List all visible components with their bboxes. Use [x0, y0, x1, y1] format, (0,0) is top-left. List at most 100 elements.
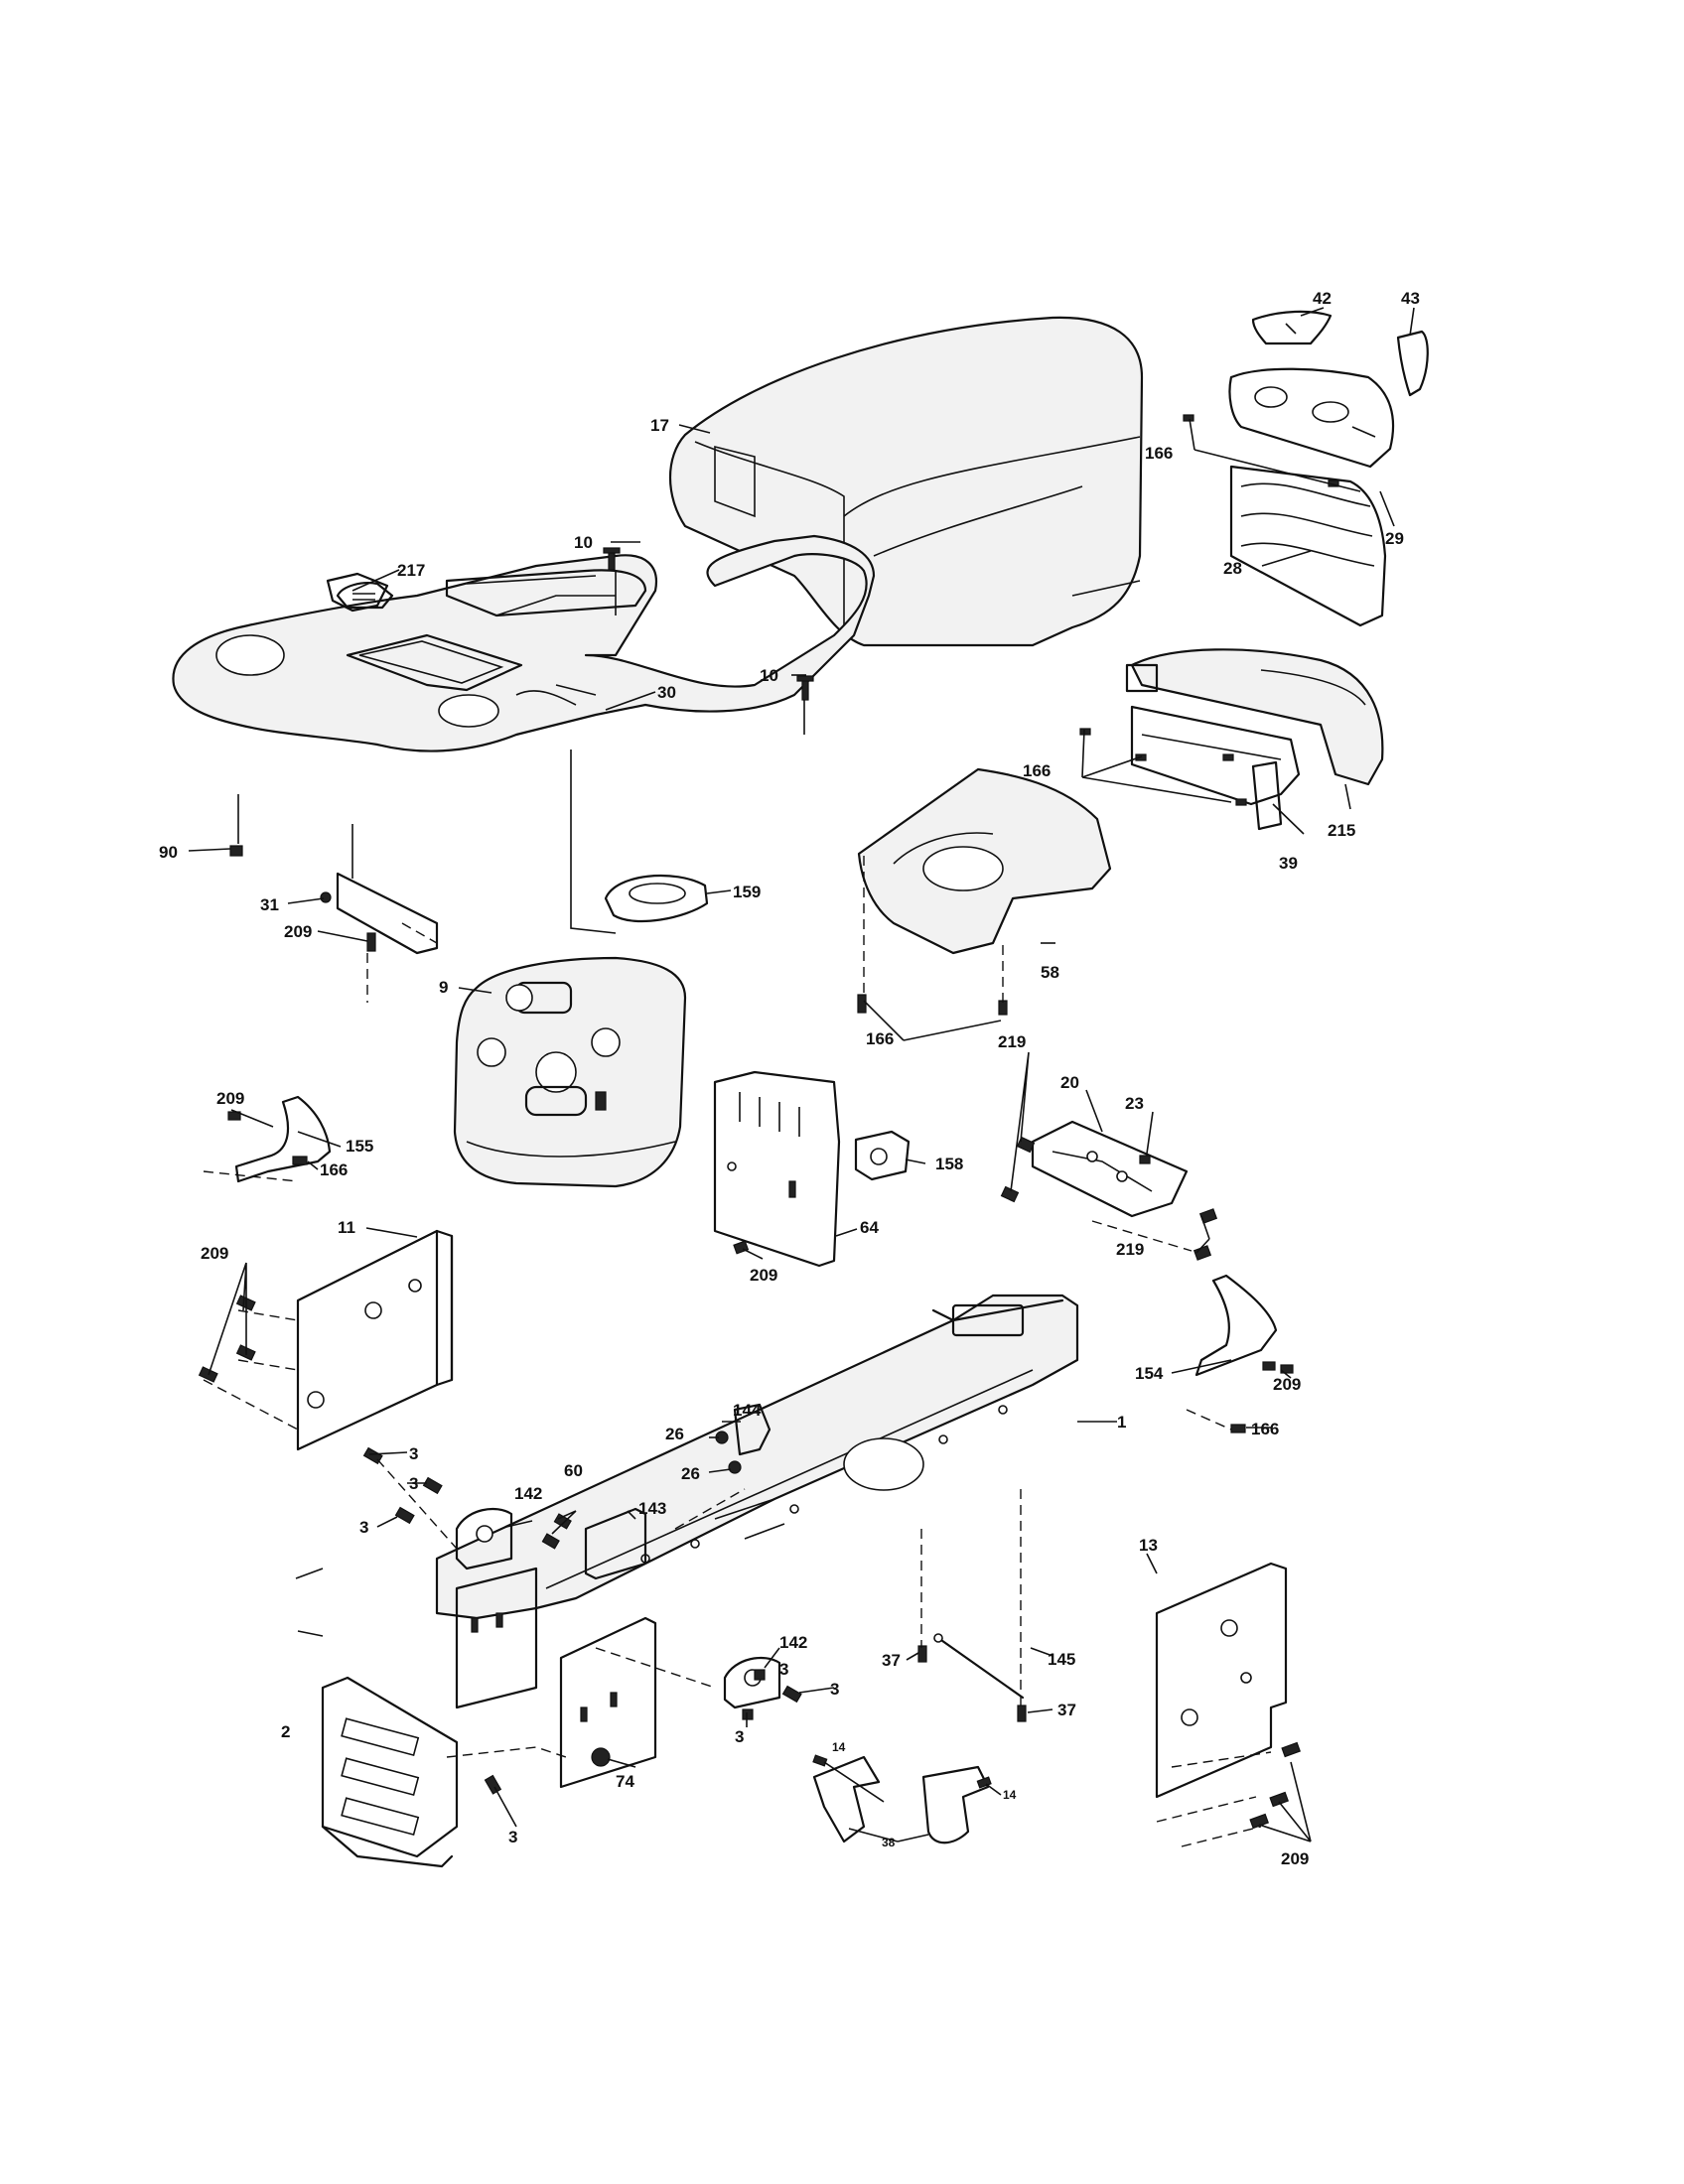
nut-23-icon — [1139, 1155, 1151, 1164]
callout-154: 154 — [1135, 1364, 1164, 1383]
callout-217: 217 — [397, 561, 425, 580]
callout-166-154: 166 — [1251, 1420, 1279, 1438]
callout-23: 23 — [1125, 1094, 1144, 1113]
bolt-3-icons — [362, 1446, 802, 1795]
callout-166-footrest: 166 — [866, 1029, 894, 1048]
cup-holder-part — [604, 874, 709, 923]
callout-3-c: 3 — [359, 1518, 368, 1537]
callout-38: 38 — [882, 1836, 896, 1849]
callout-155: 155 — [346, 1137, 373, 1156]
bracket-144-part — [733, 1403, 772, 1456]
callout-39: 39 — [1279, 854, 1298, 873]
bolt-166-icon — [857, 994, 867, 1014]
bracket-142-lower-part — [723, 1656, 781, 1709]
callout-3-f: 3 — [735, 1727, 744, 1746]
assembly-lines — [203, 571, 1272, 1847]
callout-9: 9 — [439, 978, 448, 997]
callout-labels: 17 42 43 166 29 28 10 217 30 10 90 31 20… — [159, 289, 1420, 1868]
callout-26-top: 26 — [665, 1425, 684, 1443]
bolt-166-bracket154-icon — [1230, 1424, 1246, 1433]
callout-42: 42 — [1313, 289, 1332, 308]
callout-58: 58 — [1041, 963, 1059, 982]
bolt-219b-icon — [1000, 1185, 1020, 1203]
front-bracket-154-part — [1194, 1274, 1278, 1377]
callout-37-left: 37 — [882, 1651, 901, 1670]
callout-143: 143 — [638, 1499, 666, 1518]
callout-90: 90 — [159, 843, 178, 862]
callout-158: 158 — [935, 1155, 963, 1173]
callout-20: 20 — [1060, 1073, 1079, 1092]
callout-215: 215 — [1328, 821, 1355, 840]
callout-43: 43 — [1401, 289, 1420, 308]
callout-145: 145 — [1048, 1650, 1075, 1669]
callout-209-panel-right: 209 — [1281, 1849, 1309, 1868]
callout-37-right: 37 — [1057, 1701, 1076, 1719]
fender-body-part — [172, 534, 876, 752]
bolt-166-bracket-icon — [292, 1156, 308, 1165]
callout-3-b: 3 — [409, 1474, 418, 1493]
fuel-cap-part — [336, 582, 394, 610]
callout-13: 13 — [1139, 1536, 1158, 1555]
callout-219-top: 219 — [998, 1032, 1026, 1051]
nut-74-icon — [591, 1747, 611, 1767]
bumper-bracket-part — [1130, 705, 1301, 806]
callout-166-155: 166 — [320, 1160, 348, 1179]
axle-plate-left-part — [455, 1567, 538, 1709]
callout-209-154: 209 — [1273, 1375, 1301, 1394]
callout-1: 1 — [1117, 1413, 1126, 1432]
bolt-209-panel-icons — [198, 1295, 1301, 1830]
callout-28: 28 — [1223, 559, 1242, 578]
steering-bracket-part — [713, 1070, 841, 1268]
footrest-part — [857, 767, 1112, 955]
headlight-housing-part — [1228, 367, 1395, 469]
callout-26-bottom: 26 — [681, 1464, 700, 1483]
pedal-bracket-left-part — [812, 1755, 881, 1843]
callout-60: 60 — [564, 1461, 583, 1480]
bolt-219-icon — [1016, 1136, 1036, 1154]
rear-plate-part — [321, 1676, 459, 1868]
callout-74: 74 — [616, 1772, 634, 1791]
callout-209-steer: 209 — [750, 1266, 777, 1285]
grille-part — [1229, 465, 1387, 627]
rod-145-part — [933, 1633, 1025, 1700]
callout-10-left: 10 — [574, 533, 593, 552]
bolt-166b-icon — [998, 1000, 1008, 1016]
callout-3-g: 3 — [508, 1828, 517, 1846]
bolt-60-icons — [541, 1513, 572, 1550]
bracket-142-upper-part — [455, 1507, 513, 1570]
callout-14-left: 14 — [832, 1740, 846, 1754]
front-bumper-part — [1125, 648, 1384, 786]
callout-30: 30 — [657, 683, 676, 702]
bolts-209-154-icons — [1262, 1361, 1294, 1374]
hood-part — [669, 316, 1144, 647]
callout-142-bottom: 142 — [779, 1633, 807, 1652]
clip-217-part — [326, 572, 389, 613]
bolt-209-icon — [366, 932, 376, 952]
callout-142-top: 142 — [514, 1484, 542, 1503]
axle-plate-center-part — [559, 1616, 657, 1789]
callout-14-right: 14 — [1003, 1788, 1017, 1802]
callout-144: 144 — [733, 1401, 762, 1420]
dash-panel-part — [453, 956, 687, 1188]
bracket-143-part — [584, 1507, 647, 1580]
bolt-31-icon — [320, 891, 332, 903]
callout-17: 17 — [650, 416, 669, 435]
callout-219-bottom: 219 — [1116, 1240, 1144, 1259]
bumper-bracket-39-part — [1251, 760, 1283, 831]
bracket-31-part — [336, 872, 439, 955]
callout-64: 64 — [860, 1218, 879, 1237]
seat-pan-part — [445, 569, 647, 617]
callout-3-e: 3 — [830, 1680, 839, 1699]
callout-209-panel-left: 209 — [201, 1244, 228, 1263]
callout-29: 29 — [1385, 529, 1404, 548]
callout-11: 11 — [338, 1218, 355, 1237]
callout-31: 31 — [260, 895, 279, 914]
pedal-bracket-right-part — [921, 1765, 990, 1844]
nut-90-icon — [229, 845, 243, 857]
callout-209-dash: 209 — [284, 922, 312, 941]
callout-3-d: 3 — [779, 1660, 788, 1679]
callout-166-grille: 166 — [1145, 444, 1173, 463]
callout-209-155: 209 — [216, 1089, 244, 1108]
callout-3-a: 3 — [409, 1444, 418, 1463]
